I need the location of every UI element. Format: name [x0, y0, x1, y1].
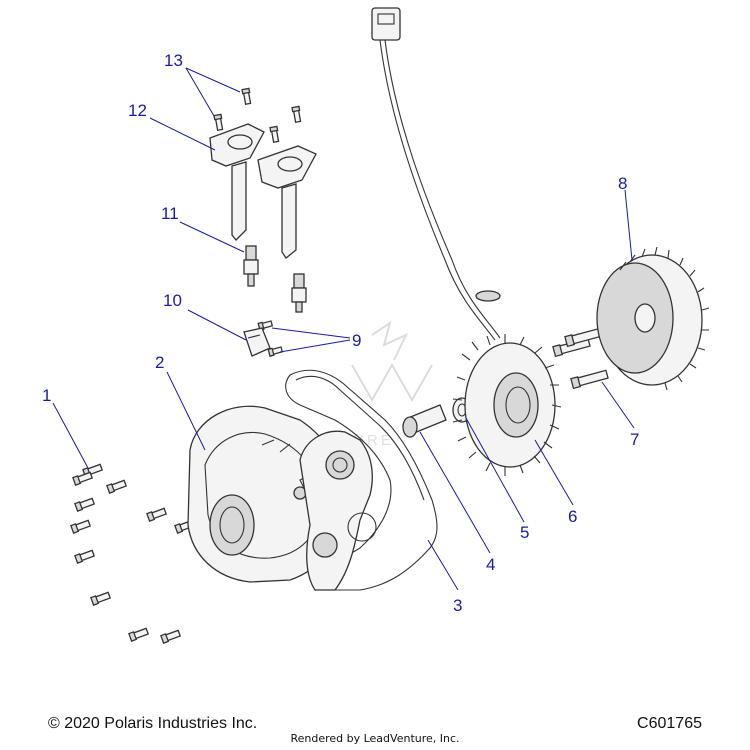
copyright-text: © 2020 Polaris Industries Inc. [48, 715, 258, 732]
flywheel[interactable] [596, 246, 710, 391]
callout-numbers: 1 2 3 4 5 6 7 8 9 10 11 12 13 [42, 51, 639, 615]
sensor-screws[interactable] [257, 320, 284, 357]
callout-2: 2 [155, 353, 164, 372]
flywheel-bolt[interactable] [402, 404, 447, 438]
flywheel-bolts[interactable] [552, 327, 609, 390]
spark-plugs[interactable] [243, 245, 307, 313]
callout-4: 4 [486, 555, 495, 574]
callout-9: 9 [352, 331, 361, 350]
diagram-id: C601765 [637, 715, 702, 732]
callout-10: 10 [163, 291, 182, 310]
callout-6: 6 [568, 507, 577, 526]
coil-bolts[interactable] [213, 87, 302, 144]
callout-5: 5 [520, 523, 529, 542]
callout-13: 13 [164, 51, 183, 70]
leader-lines [52, 67, 635, 591]
water-pump-housing [299, 430, 377, 591]
callout-7: 7 [630, 430, 639, 449]
stator-assembly[interactable] [371, 7, 562, 476]
rendered-by-text: Rendered by LeadVenture, Inc. [290, 732, 460, 745]
callout-11: 11 [161, 204, 179, 223]
callout-3: 3 [453, 596, 462, 615]
cover-bolts[interactable] [70, 463, 196, 644]
callout-1: 1 [42, 386, 51, 405]
ignition-coils[interactable] [209, 123, 317, 259]
callout-12: 12 [128, 101, 147, 120]
callout-8: 8 [618, 174, 627, 193]
crank-sensor[interactable] [243, 327, 271, 357]
